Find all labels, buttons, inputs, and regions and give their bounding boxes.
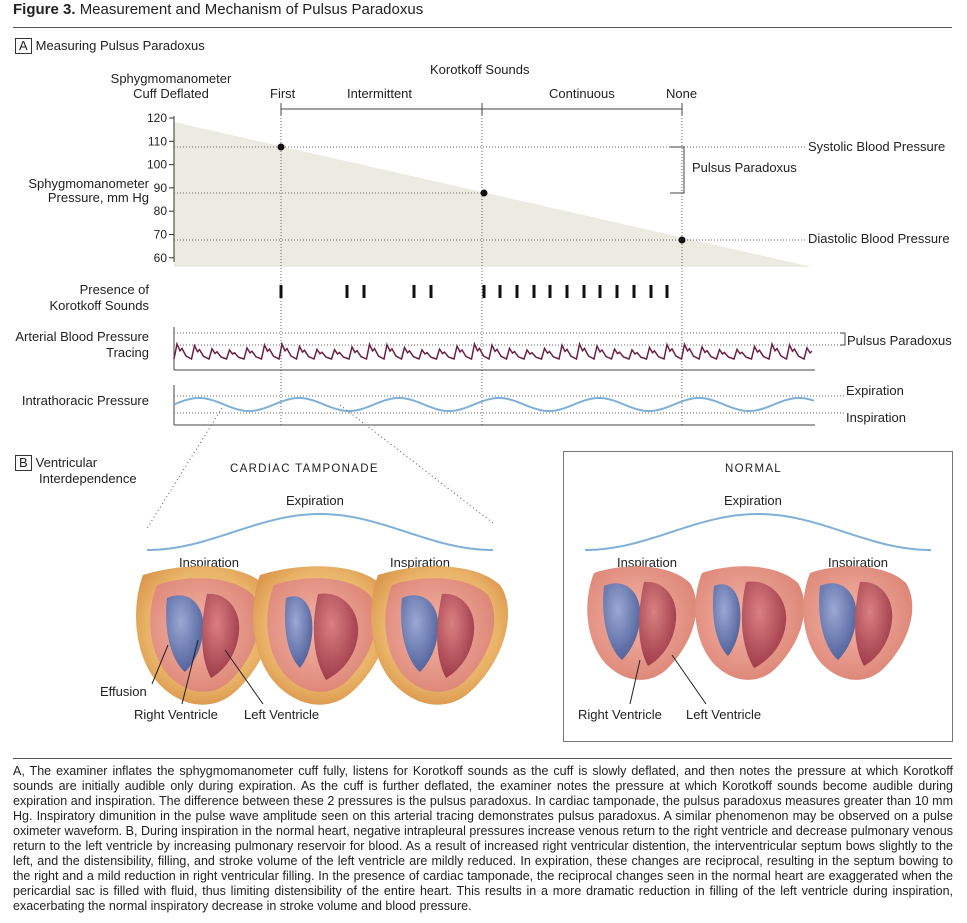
panel-a-letter: A [15,38,32,54]
korotkoff-sound-mark [429,285,433,298]
cuff-label-1: Sphygmomanometer [110,71,232,86]
phase-none: None [666,86,698,101]
korotkoff-sound-mark [532,285,536,298]
phase-first: First [270,86,296,101]
korotkoff-sound-mark [412,285,416,298]
inspiration-a-label: Inspiration [846,410,906,425]
panel-a-title: Measuring Pulsus Paradoxus [35,38,205,53]
tamponade-heart-expiration [253,566,391,705]
y-axis-label-2: Pressure, mm Hg [47,190,149,205]
zoom-lines [145,404,494,531]
normal-left-ventricle-label: Left Ventricle [686,707,762,722]
arterial-pulsus-bracket [840,332,846,346]
panel-b-title-1: Ventricular [35,455,98,470]
korotkoff-sound-mark [632,285,636,298]
arterial-label-2: Tracing [106,345,149,360]
korotkoff-sound-mark [279,285,283,298]
korotkoff-header: Korotkoff Sounds [430,62,530,77]
normal-heart-expiration [695,566,805,680]
y-tick-label: 60 [154,251,168,265]
systolic-marker [277,143,285,151]
y-axis-label-1: Sphygmomanometer [28,176,149,191]
phase-bracket [280,103,683,115]
y-tick-label: 70 [154,228,168,242]
arterial-guide-lines [174,332,840,346]
leader-lines [151,639,707,705]
panel-a-chart: 120 110 100 90 80 70 60 [145,103,846,531]
expiration-a-label: Expiration [846,383,904,398]
tamponade-heart-inspiration-2 [371,566,509,705]
y-tick-label: 100 [147,158,167,172]
korotkoff-sound-mark [482,285,486,298]
presence-label-2: Korotkoff Sounds [49,298,150,313]
korotkoff-sound-mark [565,285,569,298]
diastolic-label: Diastolic Blood Pressure [808,231,950,246]
phase-continuous: Continuous [549,86,615,101]
figure-label: Figure 3. [13,1,76,18]
pulsus-bracket [670,146,685,194]
normal-heart-inspiration-1 [587,566,697,680]
panel-b-title-2: Interdependence [39,471,137,486]
korotkoff-sound-mark [615,285,619,298]
korotkoff-sound-mark [649,285,653,298]
normal-expiration: Expiration [724,493,782,508]
korotkoff-sound-mark [362,285,366,298]
tamponade-right-ventricle-label: Right Ventricle [134,707,218,722]
tamponade-inspiration-1: Inspiration [179,555,239,570]
korotkoff-sound-mark [515,285,519,298]
korotkoff-sound-mark [665,285,669,298]
tamponade-expiration: Expiration [286,493,344,508]
korotkoff-sound-marks [279,285,669,298]
korotkoff-sound-mark [548,285,552,298]
figure-title: Figure 3. Measurement and Mechanism of P… [13,1,423,18]
cuff-pressure-area [174,122,812,267]
figure-caption: A, The examiner inflates the sphygmomano… [13,764,953,913]
korotkoff-sound-mark [598,285,602,298]
tamponade-heart-inspiration-1 [136,566,274,705]
pulsus-paradoxus-label: Pulsus Paradoxus [692,160,797,175]
intrathoracic-waveform [173,397,815,412]
phase-intermittent: Intermittent [347,86,413,101]
normal-inspiration-2: Inspiration [828,555,888,570]
normal-panel [563,451,953,742]
figure-title-text: Measurement and Mechanism of Pulsus Para… [79,1,424,18]
normal-right-ventricle-label: Right Ventricle [578,707,662,722]
pulsus-marker [480,189,488,197]
arterial-tracing-frame [173,327,815,371]
normal-title: NORMAL [725,463,783,475]
arterial-waveform [173,341,813,361]
intrathoracic-guide-lines [174,395,845,414]
phase-guide-lines [280,115,683,425]
arterial-label-1: Arterial Blood Pressure [15,329,149,344]
tamponade-respiration-wave [147,513,493,551]
caption-rule [13,758,952,759]
y-tick-label: 120 [147,111,167,125]
korotkoff-sound-mark [345,285,349,298]
panel-b-illustration [136,513,931,705]
normal-inspiration-1: Inspiration [617,555,677,570]
korotkoff-sound-mark [582,285,586,298]
y-ticks: 120 110 100 90 80 70 60 [147,111,174,265]
tamponade-left-ventricle-label: Left Ventricle [244,707,320,722]
effusion-label: Effusion [100,684,147,699]
y-tick-label: 90 [154,181,168,195]
diastolic-marker [678,236,686,244]
y-tick-label: 110 [148,134,167,148]
normal-heart-inspiration-2 [803,566,913,680]
presence-label-1: Presence of [79,282,149,297]
systolic-label: Systolic Blood Pressure [808,139,946,154]
cuff-label-2: Cuff Deflated [133,86,209,101]
intrathoracic-frame [173,385,815,426]
arterial-pulsus-label: Pulsus Paradoxus [847,333,952,348]
normal-respiration-wave [585,513,931,551]
y-tick-label: 80 [154,204,168,218]
korotkoff-sound-mark [498,285,502,298]
tamponade-title: CARDIAC TAMPONADE [230,463,379,475]
title-rule [13,27,952,28]
intrathoracic-label: Intrathoracic Pressure [21,393,149,408]
panel-b-letter: B [15,455,32,471]
